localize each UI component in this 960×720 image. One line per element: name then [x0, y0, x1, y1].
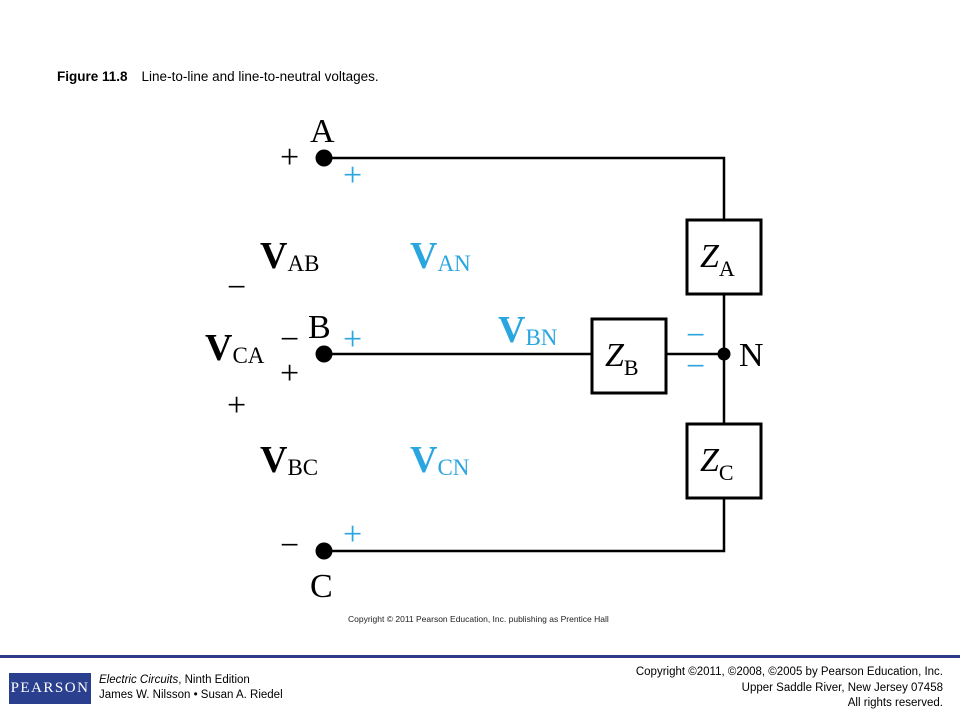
voltage-label-van: VAN	[410, 235, 471, 277]
voltage-label-vab: VAB	[260, 235, 319, 277]
node-label-n: N	[739, 337, 764, 374]
terminal-c	[315, 542, 333, 560]
polarity-minus-vab: −	[227, 269, 246, 306]
book-authors: James W. Nilsson • Susan A. Riedel	[99, 689, 283, 701]
copyright-line-3: All rights reserved.	[847, 697, 943, 709]
polarity-plus-vca: +	[227, 387, 246, 424]
book-title: Electric Circuits	[99, 674, 179, 686]
figure-caption: Figure 11.8 Line-to-line and line-to-neut…	[57, 69, 379, 84]
figure-title: Line-to-line and line-to-neutral voltage…	[141, 69, 379, 84]
polarity-minus-b: −	[280, 321, 299, 358]
polarity-plus-b: +	[280, 355, 299, 392]
polarity-plus-van: +	[343, 157, 362, 194]
polarity-minus-n-upper: −	[686, 317, 705, 354]
polarity-plus-vcn: +	[343, 516, 362, 553]
impedance-za-box	[685, 218, 763, 296]
voltage-label-vbc: VBC	[260, 439, 318, 481]
terminal-a	[315, 149, 333, 167]
copyright-line-1: Copyright ©2011, ©2008, ©2005 by Pearson…	[635, 666, 943, 678]
polarity-plus-vbn: +	[343, 321, 362, 358]
node-label-c: C	[310, 568, 333, 605]
pearson-logo-text: PEARSON	[10, 680, 90, 696]
circuit-diagram: A B C N ZA ZB ZC VAB VCA VBC VAN VBN VCN…	[205, 113, 764, 605]
footer-divider	[0, 655, 960, 658]
wire-c	[324, 498, 726, 553]
publisher-copyright: Copyright ©2011, ©2008, ©2005 by Pearson…	[636, 665, 943, 712]
book-info: Electric Circuits, Ninth Edition James W…	[99, 673, 283, 703]
terminal-b	[315, 345, 333, 363]
impedance-zc-label: ZC	[700, 442, 734, 485]
neutral-node	[717, 347, 731, 361]
voltage-label-vca: VCA	[205, 327, 265, 369]
wires	[324, 156, 726, 553]
wire-a	[324, 156, 726, 220]
impedance-zb-label: ZB	[605, 337, 639, 380]
node-label-b: B	[308, 309, 331, 346]
voltage-label-vbn: VBN	[498, 309, 558, 351]
figure-number: Figure 11.8	[57, 69, 128, 84]
voltage-label-vcn: VCN	[410, 439, 470, 481]
impedance-za-label: ZA	[700, 238, 735, 281]
polarity-minus-c: −	[280, 527, 299, 564]
node-label-a: A	[310, 113, 335, 150]
impedance-zb-box	[590, 317, 668, 395]
polarity-plus-a: +	[280, 139, 299, 176]
pearson-logo: PEARSON	[9, 673, 91, 704]
figure-copyright: Copyright © 2011 Pearson Education, Inc.…	[348, 614, 609, 624]
polarity-minus-n-lower: −	[686, 348, 705, 385]
copyright-line-2: Upper Saddle River, New Jersey 07458	[741, 681, 943, 694]
book-edition: , Ninth Edition	[178, 674, 250, 686]
impedance-zc-box	[685, 422, 763, 500]
